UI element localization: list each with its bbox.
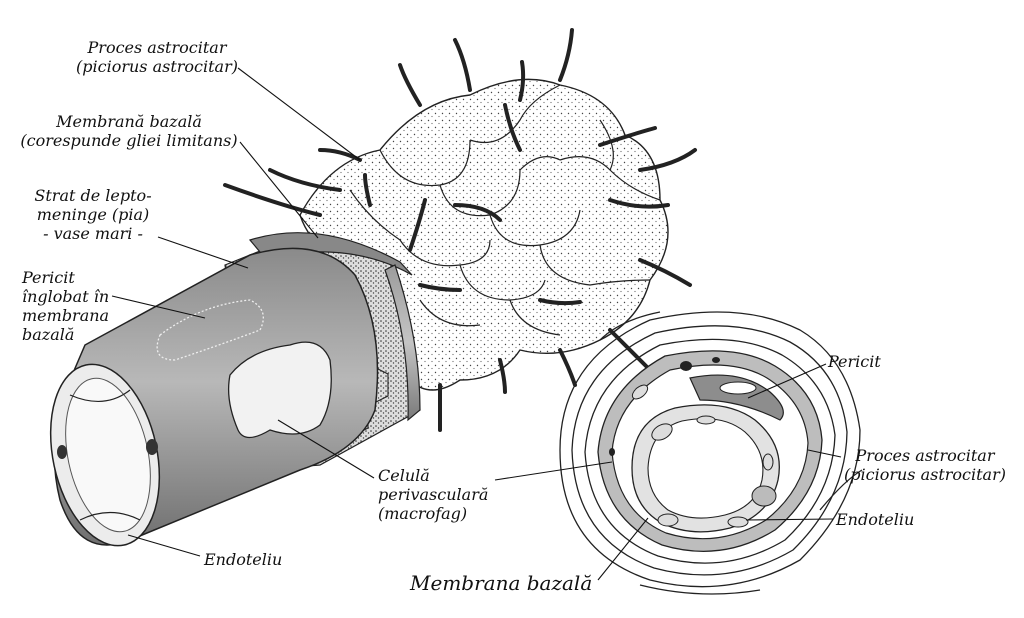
label-perivascular-cell: Celulă perivasculară (macrofag) <box>378 466 489 523</box>
vessel-tube <box>49 232 421 547</box>
label-endothelium-left: Endoteliu <box>204 550 283 569</box>
label-basal-membrane-top: Membrană bazală (corespunde gliei limita… <box>20 112 238 150</box>
label-pericyte-embedded: Pericit înglobat în membrana bazală <box>22 268 110 344</box>
label-astro-process-top: Proces astrocitar (piciorus astrocitar) <box>76 38 238 76</box>
label-astro-process-right: Proces astrocitar (piciorus astrocitar) <box>844 446 1006 484</box>
leader-lines <box>111 67 842 581</box>
label-pericyte-right: Pericit <box>828 352 881 371</box>
label-basal-membrane-bottom: Membrana bazală <box>410 571 593 595</box>
label-leptomeninges: Strat de lepto- meninge (pia) - vase mar… <box>34 186 152 243</box>
label-endothelium-right: Endoteliu <box>836 510 915 529</box>
cross-section <box>559 311 863 595</box>
